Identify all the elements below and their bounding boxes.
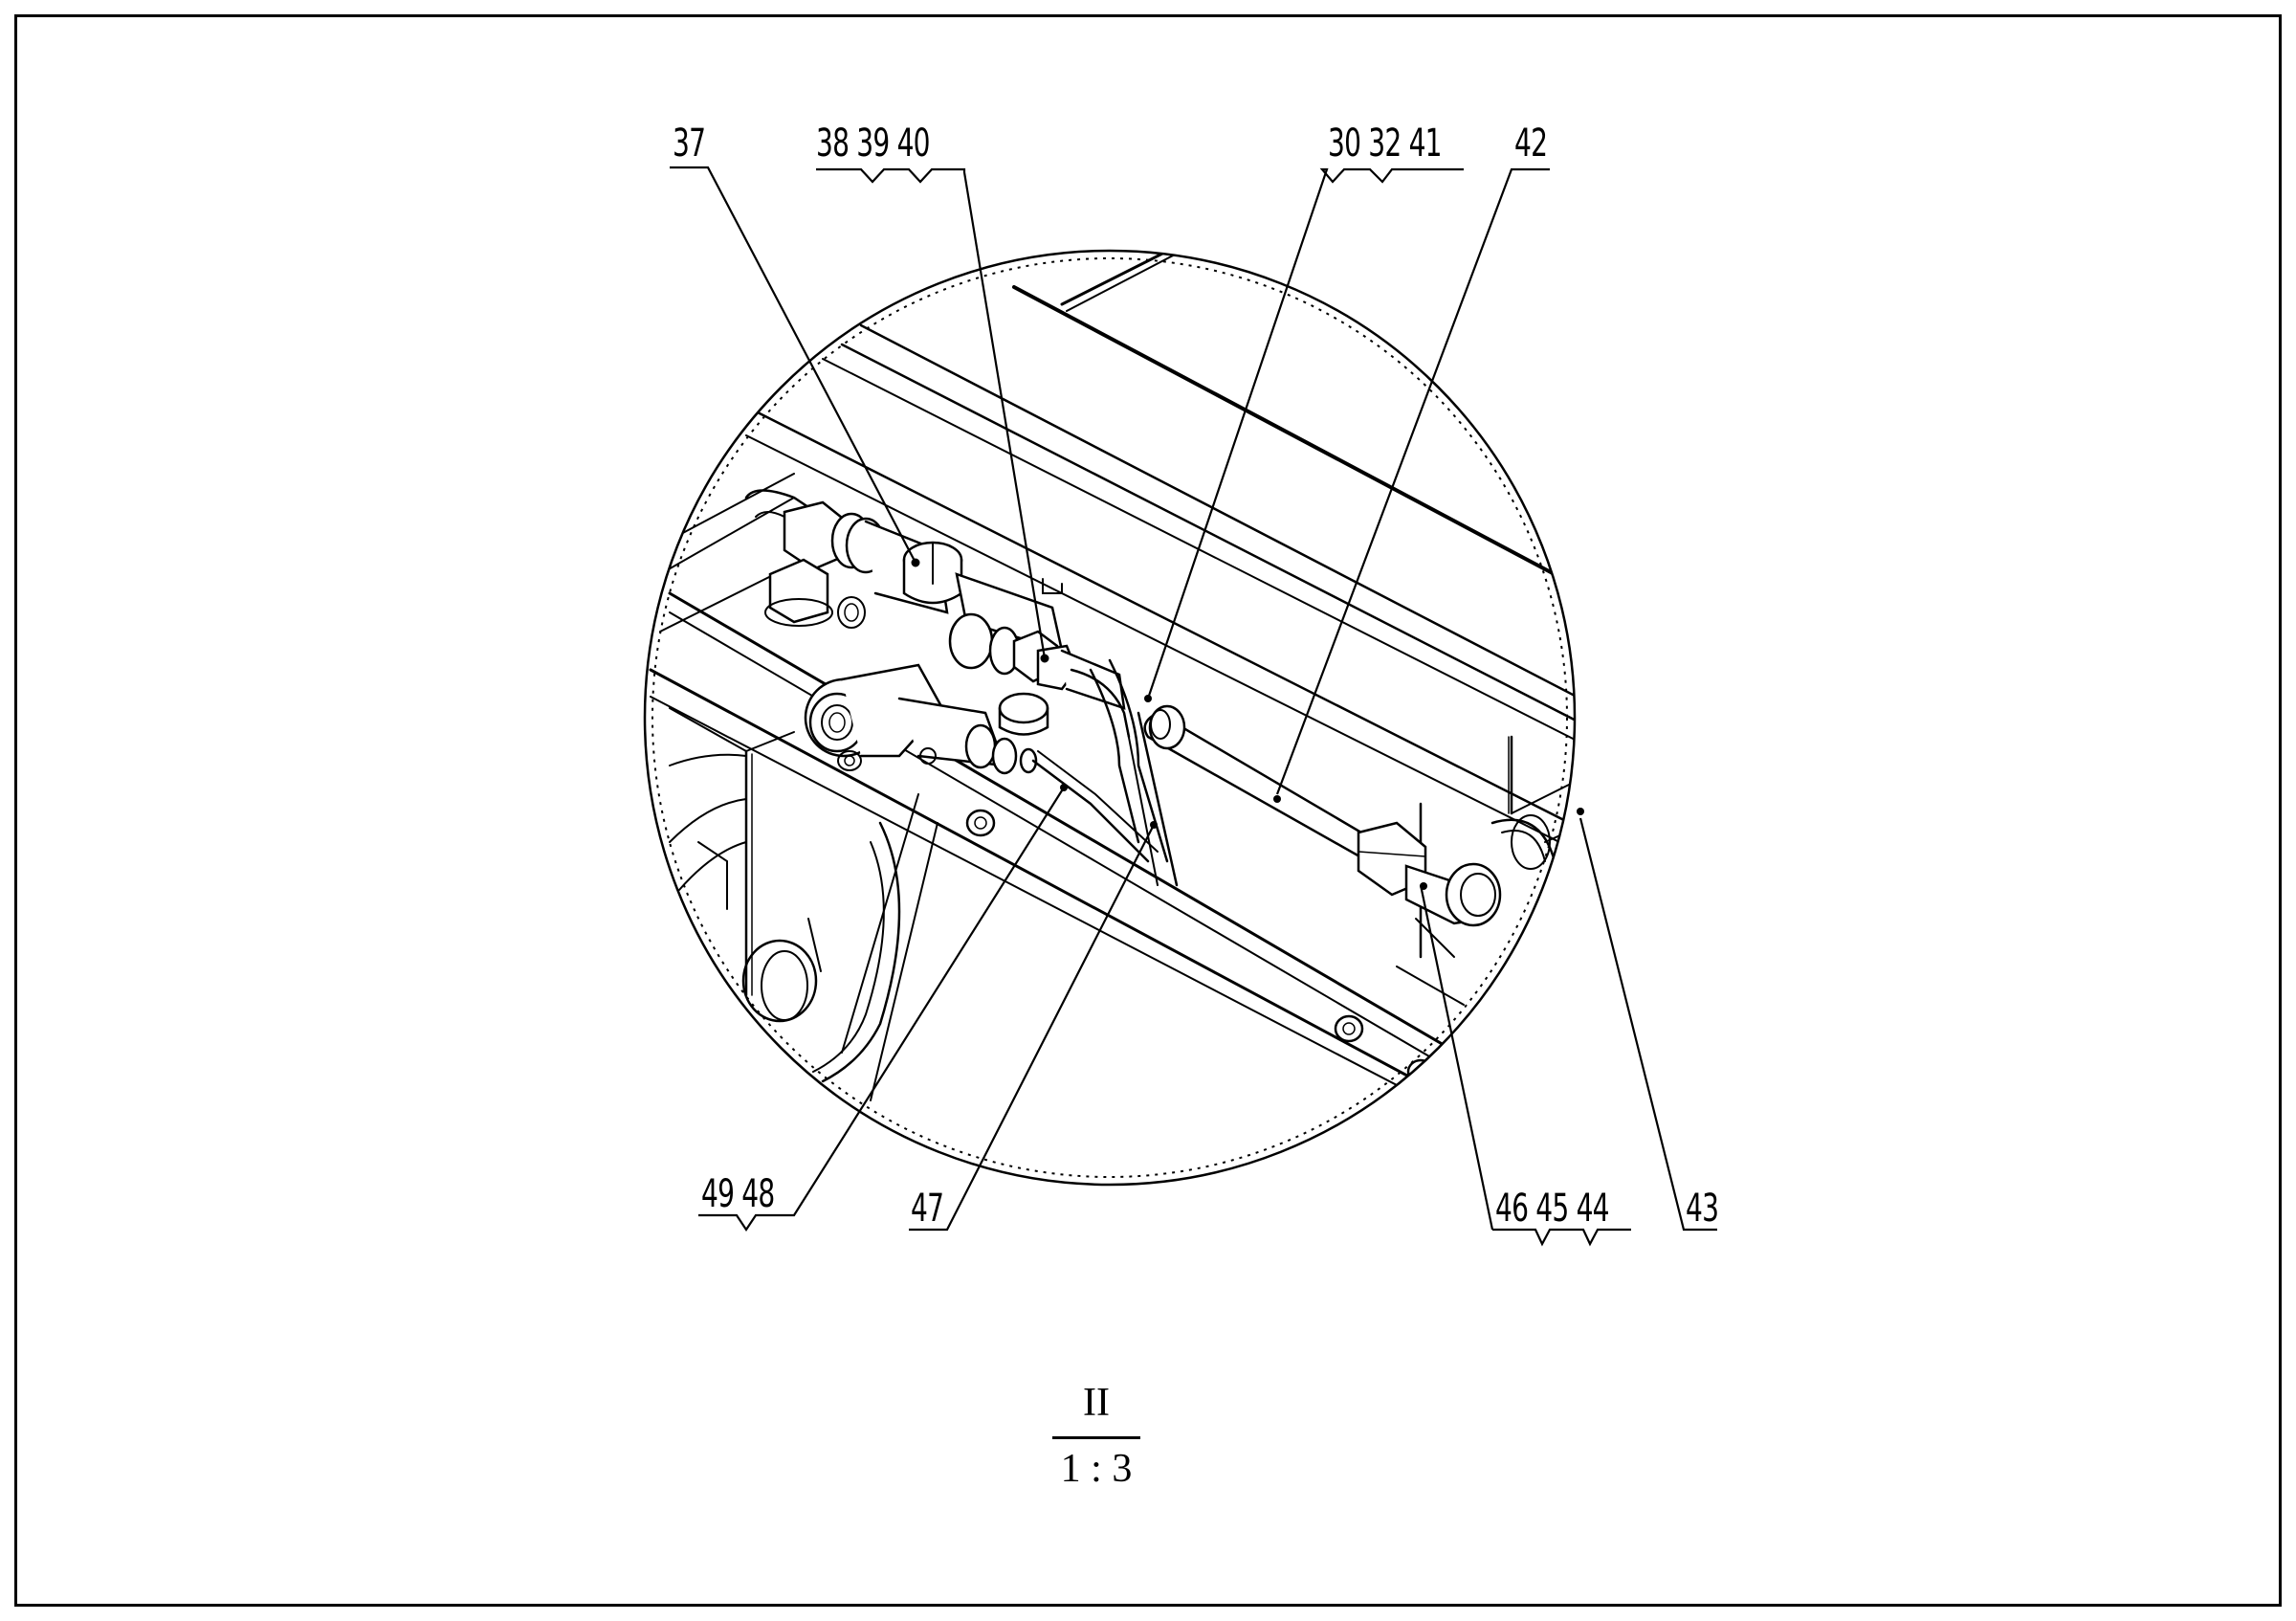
- callout-37: 37: [673, 122, 706, 166]
- leader-dots: [912, 559, 1584, 890]
- hydraulic-cylinder: [1143, 704, 1556, 927]
- callout-46-45-44: 46 45 44: [1495, 1187, 1609, 1231]
- callout-42: 42: [1514, 122, 1548, 166]
- callout-43: 43: [1686, 1187, 1719, 1231]
- view-scale-annotation: II 1 : 3: [1052, 1383, 1140, 1489]
- detail-circle-boundary: [643, 249, 1577, 1187]
- callout-49-48: 49 48: [701, 1172, 775, 1216]
- wheel-region: [669, 707, 938, 1101]
- upper-frame-rails: [649, 251, 1575, 1111]
- view-label: II: [1083, 1381, 1110, 1425]
- callout-38-39-40: 38 39 40: [816, 122, 930, 166]
- callout-47: 47: [911, 1187, 944, 1231]
- scale-ratio: 1 : 3: [1060, 1447, 1133, 1491]
- mechanical-assembly: [649, 251, 1575, 1111]
- leader-lines: [670, 166, 1717, 1247]
- callout-30-32-41: 30 32 41: [1328, 122, 1442, 166]
- scale-divider-line: [1052, 1436, 1140, 1439]
- drawing-border-frame: [14, 14, 2282, 1607]
- valve-block-assembly: [744, 489, 1435, 1085]
